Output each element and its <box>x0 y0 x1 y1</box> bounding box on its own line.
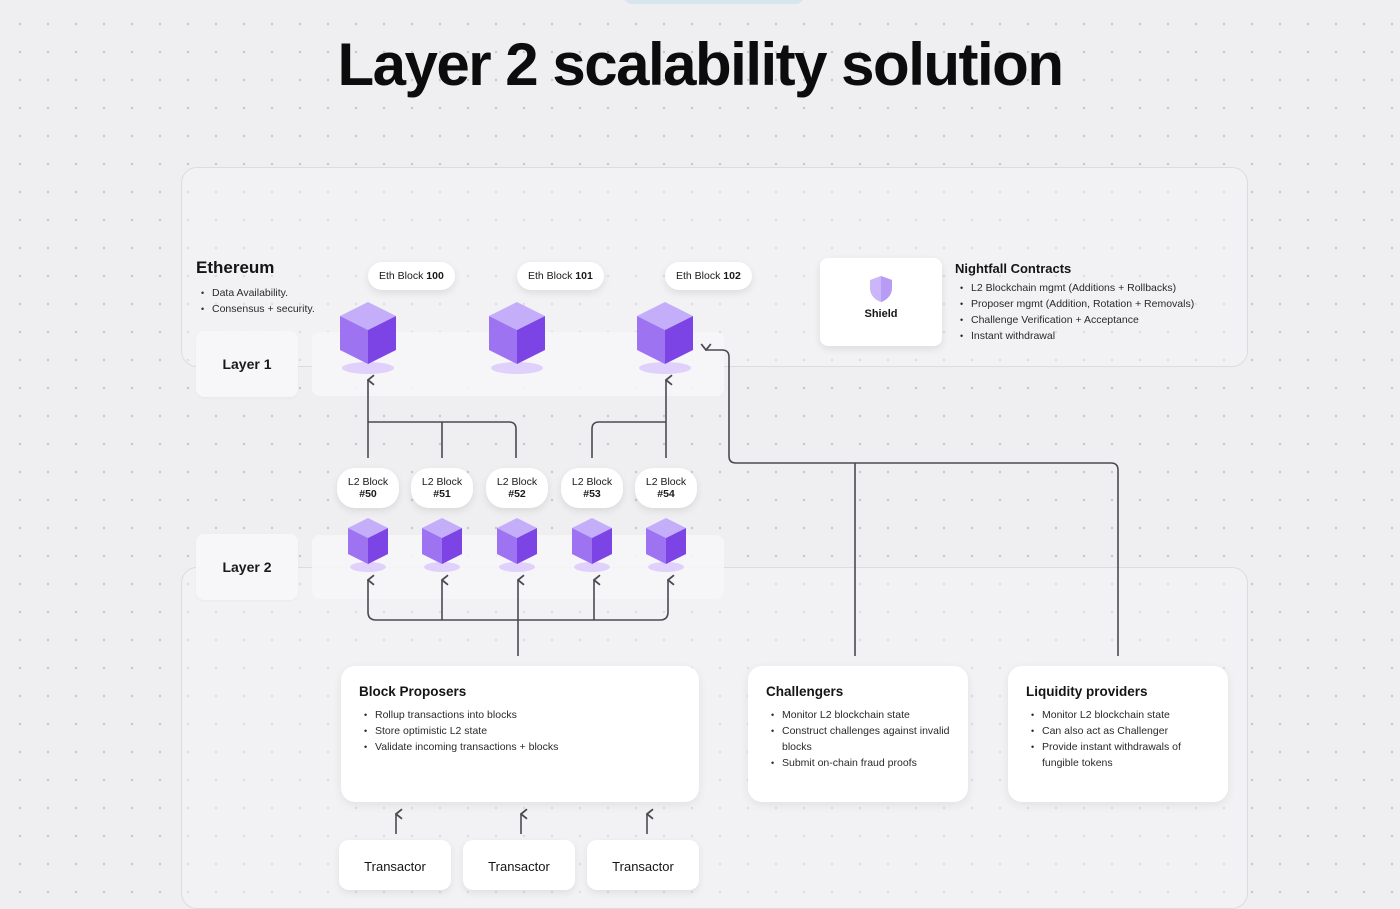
connector-actors-to-contracts <box>706 350 1119 656</box>
challengers-bullet: Construct challenges against invalid blo… <box>766 723 950 755</box>
block-proposers-bullet: Rollup transactions into blocks <box>359 707 681 723</box>
liquidity-heading: Liquidity providers <box>1026 684 1148 699</box>
l2-block-prefix: L2 Block <box>571 476 613 488</box>
eth-block-number: 101 <box>575 270 593 282</box>
l2-block-prefix: L2 Block <box>421 476 463 488</box>
block-proposers-bullets: Rollup transactions into blocks Store op… <box>359 707 681 755</box>
challengers-card: Challengers Monitor L2 blockchain state … <box>748 666 968 802</box>
eth-block-cube-icon <box>637 302 693 374</box>
l2-block-label: L2 Block#53 <box>561 468 623 508</box>
l2-block-label: L2 Block#51 <box>411 468 473 508</box>
nightfall-heading: Nightfall Contracts <box>955 261 1072 276</box>
eth-block-prefix: Eth Block <box>379 270 424 282</box>
block-proposers-bullet: Store optimistic L2 state <box>359 723 681 739</box>
shield-label: Shield <box>864 308 898 320</box>
l2-block-number: #53 <box>583 488 601 500</box>
challengers-bullet: Monitor L2 blockchain state <box>766 707 950 723</box>
challengers-bullets: Monitor L2 blockchain state Construct ch… <box>766 707 950 771</box>
eth-block-prefix: Eth Block <box>528 270 573 282</box>
l2-block-cube-icon <box>497 518 537 572</box>
block-proposers-bullet: Validate incoming transactions + blocks <box>359 739 681 755</box>
nightfall-bullet: L2 Blockchain mgmt (Additions + Rollback… <box>955 280 1194 296</box>
liquidity-providers-card: Liquidity providers Monitor L2 blockchai… <box>1008 666 1228 802</box>
ethereum-heading: Ethereum <box>196 258 275 277</box>
liquidity-bullets: Monitor L2 blockchain state Can also act… <box>1026 707 1210 771</box>
l2-block-number: #51 <box>433 488 451 500</box>
l2-block-cube-icon <box>422 518 462 572</box>
ethereum-bullets: Data Availability. Consensus + security. <box>196 285 315 317</box>
eth-block-prefix: Eth Block <box>676 270 721 282</box>
eth-block-cube-icon <box>489 302 545 374</box>
connector-l2-bracket-right <box>591 421 666 458</box>
l2-block-number: #54 <box>657 488 675 500</box>
top-tab <box>624 0 804 4</box>
ethereum-description: Ethereum Data Availability. Consensus + … <box>196 258 315 317</box>
eth-block-number: 102 <box>723 270 741 282</box>
l2-block-prefix: L2 Block <box>347 476 389 488</box>
eth-block-number: 100 <box>426 270 444 282</box>
liquidity-bullet: Monitor L2 blockchain state <box>1026 707 1210 723</box>
l2-block-number: #52 <box>508 488 526 500</box>
nightfall-bullets: L2 Blockchain mgmt (Additions + Rollback… <box>955 280 1194 344</box>
l2-block-label: L2 Block#50 <box>337 468 399 508</box>
connector-l2-bracket-left <box>368 421 517 458</box>
l2-block-cube-icon <box>572 518 612 572</box>
l2-block-label: L2 Block#54 <box>635 468 697 508</box>
layer2-label: Layer 2 <box>196 534 298 600</box>
l2-block-prefix: L2 Block <box>496 476 538 488</box>
transactor-box: Transactor <box>339 840 451 890</box>
ethereum-bullet: Data Availability. <box>196 285 315 301</box>
l2-block-cube-icon <box>348 518 388 572</box>
connector-lines <box>0 0 1119 834</box>
transactor-box: Transactor <box>587 840 699 890</box>
nightfall-bullet: Proposer mgmt (Addition, Rotation + Remo… <box>955 296 1194 312</box>
eth-block-cube-icon <box>340 302 396 374</box>
block-proposers-card: Block Proposers Rollup transactions into… <box>341 666 699 802</box>
l2-block-cube-icon <box>646 518 686 572</box>
l2-block-label: L2 Block#52 <box>486 468 548 508</box>
shield-icon <box>870 276 892 302</box>
ethereum-bullet: Consensus + security. <box>196 301 315 317</box>
liquidity-bullet: Provide instant withdrawals of fungible … <box>1026 739 1210 771</box>
liquidity-bullet: Can also act as Challenger <box>1026 723 1210 739</box>
layer1-label: Layer 1 <box>196 331 298 397</box>
challengers-heading: Challengers <box>766 684 844 699</box>
page-title: Layer 2 scalability solution <box>337 31 1064 98</box>
challengers-bullet: Submit on-chain fraud proofs <box>766 755 950 771</box>
nightfall-bullet: Instant withdrawal <box>955 328 1194 344</box>
shield-contract-card: Shield <box>820 258 942 346</box>
l2-block-number: #50 <box>359 488 377 500</box>
eth-block-label: Eth Block 102 <box>665 262 752 290</box>
nightfall-contracts: Nightfall Contracts L2 Blockchain mgmt (… <box>955 261 1194 344</box>
l2-block-prefix: L2 Block <box>645 476 687 488</box>
eth-block-label: Eth Block 101 <box>517 262 604 290</box>
nightfall-bullet: Challenge Verification + Acceptance <box>955 312 1194 328</box>
eth-block-label: Eth Block 100 <box>368 262 455 290</box>
block-proposers-heading: Block Proposers <box>359 684 467 699</box>
transactor-box: Transactor <box>463 840 575 890</box>
